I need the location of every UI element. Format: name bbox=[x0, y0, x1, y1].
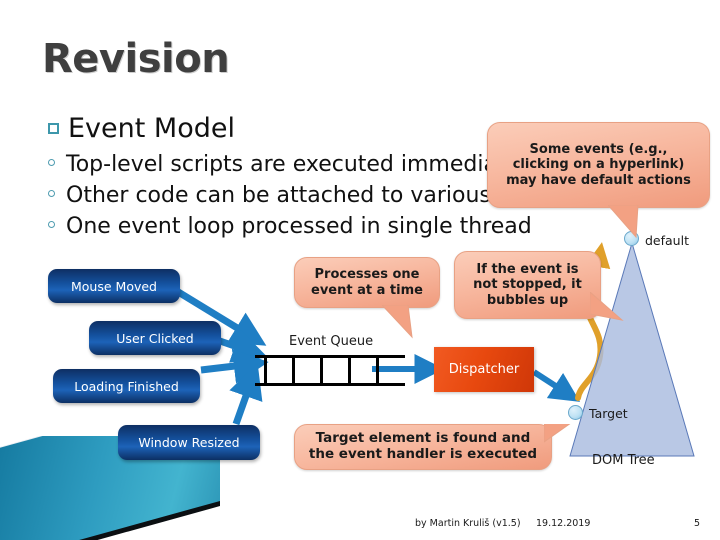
event-box-label: User Clicked bbox=[116, 330, 194, 346]
callout-line: Processes one bbox=[314, 267, 420, 283]
footer-page-number: 5 bbox=[694, 518, 701, 529]
callout-line: Some events (e.g., bbox=[529, 142, 668, 157]
callout-bubbles-up-tail bbox=[590, 292, 624, 321]
dispatcher-box[interactable]: Dispatcher bbox=[434, 347, 534, 392]
event-box-loading-finished[interactable]: Loading Finished bbox=[53, 369, 200, 403]
callout-target-found-tail bbox=[544, 424, 571, 443]
queue-divider bbox=[264, 358, 267, 383]
dom-node-default-label: default bbox=[645, 233, 689, 248]
slide-title: Revision bbox=[42, 36, 230, 82]
callout-default-actions-tail bbox=[608, 205, 639, 239]
event-box-label: Window Resized bbox=[138, 435, 240, 450]
footer-author: by Martin Kruliš (v1.5) bbox=[415, 518, 521, 529]
callout-line: not stopped, it bbox=[473, 277, 582, 293]
callout-default-actions: Some events (e.g., clicking on a hyperli… bbox=[487, 122, 710, 208]
callout-line: may have default actions bbox=[506, 172, 691, 188]
dom-node-target-label: Target bbox=[589, 406, 628, 421]
event-queue bbox=[255, 355, 405, 386]
dom-tree-label: DOM Tree bbox=[592, 453, 655, 468]
queue-divider bbox=[292, 358, 295, 383]
queue-divider bbox=[320, 358, 323, 383]
callout-line: clicking on a hyperlink) bbox=[512, 157, 685, 173]
circle-bullet-icon bbox=[48, 190, 55, 198]
list-item: Top-level scripts are executed immediate… bbox=[48, 149, 588, 180]
bullet-text: Top-level scripts are executed immediate… bbox=[66, 152, 539, 177]
heading-label: Event Model bbox=[68, 113, 235, 144]
callout-processes-one-event: Processes one event at a time bbox=[294, 257, 440, 308]
circle-bullet-icon bbox=[48, 159, 55, 166]
event-box-user-clicked[interactable]: User Clicked bbox=[89, 321, 221, 355]
dom-node-target[interactable] bbox=[568, 405, 583, 420]
callout-line: If the event is bbox=[476, 262, 579, 277]
callout-line: event at a time bbox=[311, 282, 423, 298]
queue-rail-bottom bbox=[255, 383, 405, 386]
callout-line: the event handler is executed bbox=[308, 446, 538, 462]
square-bullet-icon bbox=[48, 123, 59, 134]
callout-bubbles-up: If the event is not stopped, it bubbles … bbox=[454, 251, 601, 319]
callout-line: Target element is found and bbox=[315, 430, 531, 447]
event-box-label: Mouse Moved bbox=[71, 278, 157, 294]
queue-divider bbox=[376, 358, 379, 383]
footer-date: 19.12.2019 bbox=[536, 518, 591, 529]
event-box-mouse-moved[interactable]: Mouse Moved bbox=[48, 269, 180, 303]
circle-bullet-icon bbox=[48, 221, 55, 229]
heading-event-model: Event Model bbox=[48, 113, 588, 144]
event-box-label: Loading Finished bbox=[74, 378, 179, 394]
callout-line: bubbles up bbox=[486, 292, 569, 308]
queue-rail-top bbox=[255, 355, 405, 358]
event-box-window-resized[interactable]: Window Resized bbox=[118, 425, 260, 460]
list-item: One event loop processed in single threa… bbox=[48, 211, 588, 242]
dispatcher-label: Dispatcher bbox=[448, 362, 520, 377]
callout-processes-one-event-tail bbox=[382, 305, 413, 339]
event-queue-label: Event Queue bbox=[289, 334, 374, 349]
callout-target-found: Target element is found and the event ha… bbox=[294, 424, 552, 470]
bullet-text: One event loop processed in single threa… bbox=[66, 214, 532, 240]
queue-divider bbox=[348, 358, 351, 383]
